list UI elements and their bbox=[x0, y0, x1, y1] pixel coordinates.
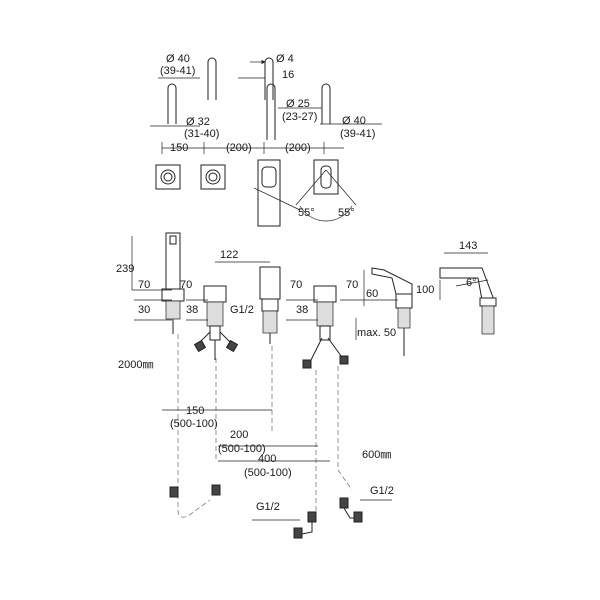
range-500-100-c: (500-100) bbox=[244, 467, 292, 479]
range-500-100-b: (500-100) bbox=[218, 443, 266, 455]
dim-70-b: 70 bbox=[180, 279, 192, 291]
range-39-41-a: (39-41) bbox=[160, 65, 195, 77]
dim-100: 100 bbox=[416, 284, 434, 296]
dim-400: 400 bbox=[258, 453, 276, 465]
angle-6: 6° bbox=[466, 277, 477, 289]
dim-200-a: (200) bbox=[226, 142, 252, 154]
hose-600: 600㎜ bbox=[362, 449, 391, 461]
dim-122: 122 bbox=[220, 249, 238, 261]
dim-60: 60 bbox=[366, 288, 378, 300]
dim-143: 143 bbox=[459, 240, 477, 252]
range-31-40: (31-40) bbox=[184, 128, 219, 140]
hose-fitting-left bbox=[169, 486, 179, 498]
hand-shower bbox=[161, 232, 185, 334]
lever-mixer-side bbox=[371, 267, 413, 356]
hose-fitting-mid bbox=[211, 484, 221, 496]
lever-handle-top bbox=[313, 159, 339, 195]
range-39-41-b: (39-41) bbox=[340, 128, 375, 140]
dim-150-top: 150 bbox=[170, 142, 188, 154]
dim-16: 16 bbox=[282, 69, 294, 81]
valve-left bbox=[193, 285, 239, 360]
max-50: max. 50 bbox=[357, 327, 396, 339]
top-view: Ø 40 (39-41) Ø 4 16 Ø 32 (31-40) Ø 25 (2… bbox=[150, 53, 382, 227]
g12-right: G1/2 bbox=[370, 485, 394, 497]
dim-150-side: 150 bbox=[186, 405, 204, 417]
dim-239: 239 bbox=[116, 263, 134, 275]
mid-square-handle bbox=[200, 164, 226, 190]
g12-mid: G1/2 bbox=[230, 304, 254, 316]
dim-70-a: 70 bbox=[138, 279, 150, 291]
dia-25: Ø 25 bbox=[286, 98, 310, 110]
dim-30: 30 bbox=[138, 304, 150, 316]
range-23-27: (23-27) bbox=[282, 111, 317, 123]
dim-70-d: 70 bbox=[346, 279, 358, 291]
dia-32: Ø 32 bbox=[186, 116, 210, 128]
elbow-fitting-right bbox=[339, 497, 363, 523]
dia-40-b: Ø 40 bbox=[342, 115, 366, 127]
dia-4: Ø 4 bbox=[276, 53, 294, 65]
dia-40-a: Ø 40 bbox=[166, 53, 190, 65]
angle-right: 55° bbox=[338, 207, 355, 219]
dim-38-a: 38 bbox=[186, 304, 198, 316]
g12-left: G1/2 bbox=[256, 501, 280, 513]
left-square-handle bbox=[155, 164, 181, 190]
valve-right bbox=[302, 285, 349, 369]
spout-top bbox=[257, 159, 281, 227]
elbow-fitting-left bbox=[293, 511, 317, 539]
range-500-100-a: (500-100) bbox=[170, 418, 218, 430]
dim-200-side: 200 bbox=[230, 429, 248, 441]
dim-200-b: (200) bbox=[285, 142, 311, 154]
side-view: 239 70 30 70 38 122 G1/2 70 38 70 60 max… bbox=[116, 232, 497, 539]
hose-2000: 2000㎜ bbox=[118, 359, 153, 371]
angle-left: 55° bbox=[298, 207, 315, 219]
dim-70-c: 70 bbox=[290, 279, 302, 291]
dim-38-b: 38 bbox=[296, 304, 308, 316]
spout-side bbox=[259, 266, 281, 344]
valve-risers bbox=[167, 57, 331, 140]
bath-spout-right bbox=[439, 267, 497, 335]
